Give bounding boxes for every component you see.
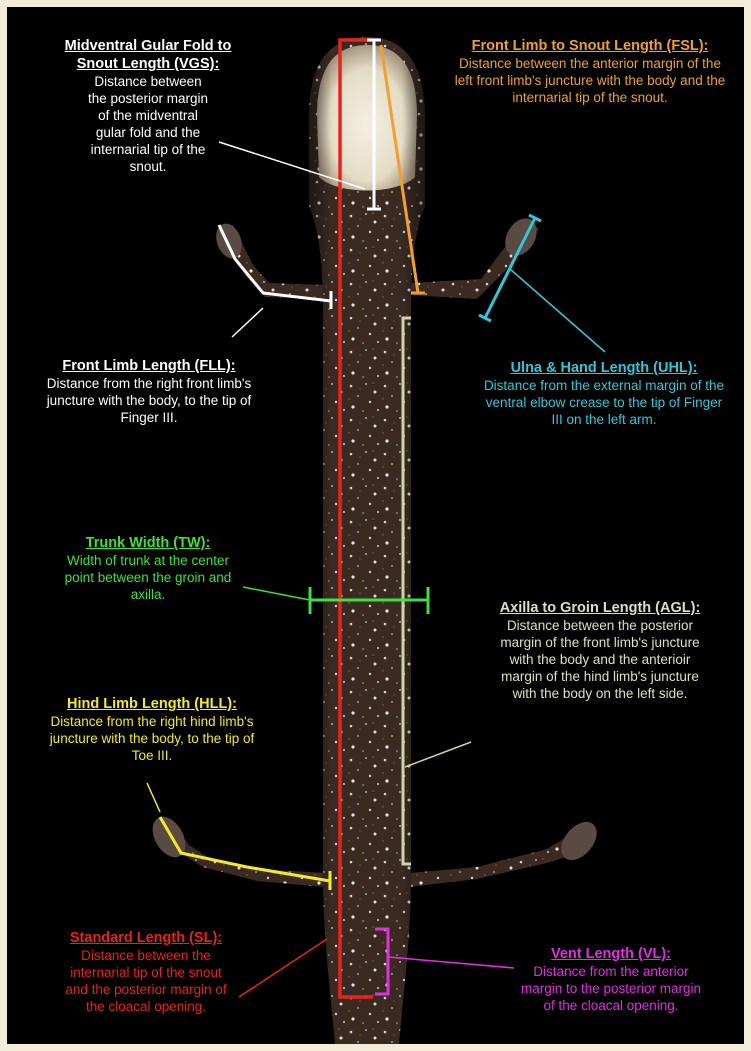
agl-label: Axilla to Groin Length (AGL): Distance b…	[477, 599, 723, 702]
fsl-title: Front Limb to Snout Length (FSL):	[445, 37, 735, 55]
sl-title: Standard Length (SL):	[51, 929, 241, 947]
fll-title: Front Limb Length (FLL):	[41, 357, 257, 375]
hll-title: Hind Limb Length (HLL):	[47, 695, 257, 713]
vgs-title: Midventral Gular Fold to Snout Length (V…	[45, 37, 251, 73]
agl-description: Distance between the posterior margin of…	[477, 617, 723, 702]
agl-title: Axilla to Groin Length (AGL):	[477, 599, 723, 617]
tw-description: Width of trunk at the center point betwe…	[53, 552, 243, 603]
figure-frame: Midventral Gular Fold to Snout Length (V…	[7, 7, 744, 1044]
vgs-label: Midventral Gular Fold to Snout Length (V…	[45, 37, 251, 175]
hll-description: Distance from the right hind limb's junc…	[47, 713, 257, 764]
vl-title: Vent Length (VL):	[511, 945, 711, 963]
vl-label: Vent Length (VL): Distance from the ante…	[511, 945, 711, 1014]
uhl-description: Distance from the external margin of the…	[481, 377, 727, 428]
vgs-description: Distance between the posterior margin of…	[45, 73, 251, 175]
hll-label: Hind Limb Length (HLL): Distance from th…	[47, 695, 257, 764]
tw-label: Trunk Width (TW): Width of trunk at the …	[53, 534, 243, 603]
sl-description: Distance between the internarial tip of …	[51, 947, 241, 1015]
vl-description: Distance from the anterior margin to the…	[511, 963, 711, 1014]
fll-description: Distance from the right front limb's jun…	[41, 375, 257, 426]
fsl-description: Distance between the anterior margin of …	[445, 55, 735, 106]
uhl-label: Ulna & Hand Length (UHL): Distance from …	[481, 359, 727, 428]
fll-label: Front Limb Length (FLL): Distance from t…	[41, 357, 257, 426]
left-hind-limb	[409, 833, 587, 887]
tw-title: Trunk Width (TW):	[53, 534, 243, 552]
fsl-label: Front Limb to Snout Length (FSL): Distan…	[445, 37, 735, 106]
uhl-title: Ulna & Hand Length (UHL):	[481, 359, 727, 377]
sl-label: Standard Length (SL): Distance between t…	[51, 929, 241, 1015]
